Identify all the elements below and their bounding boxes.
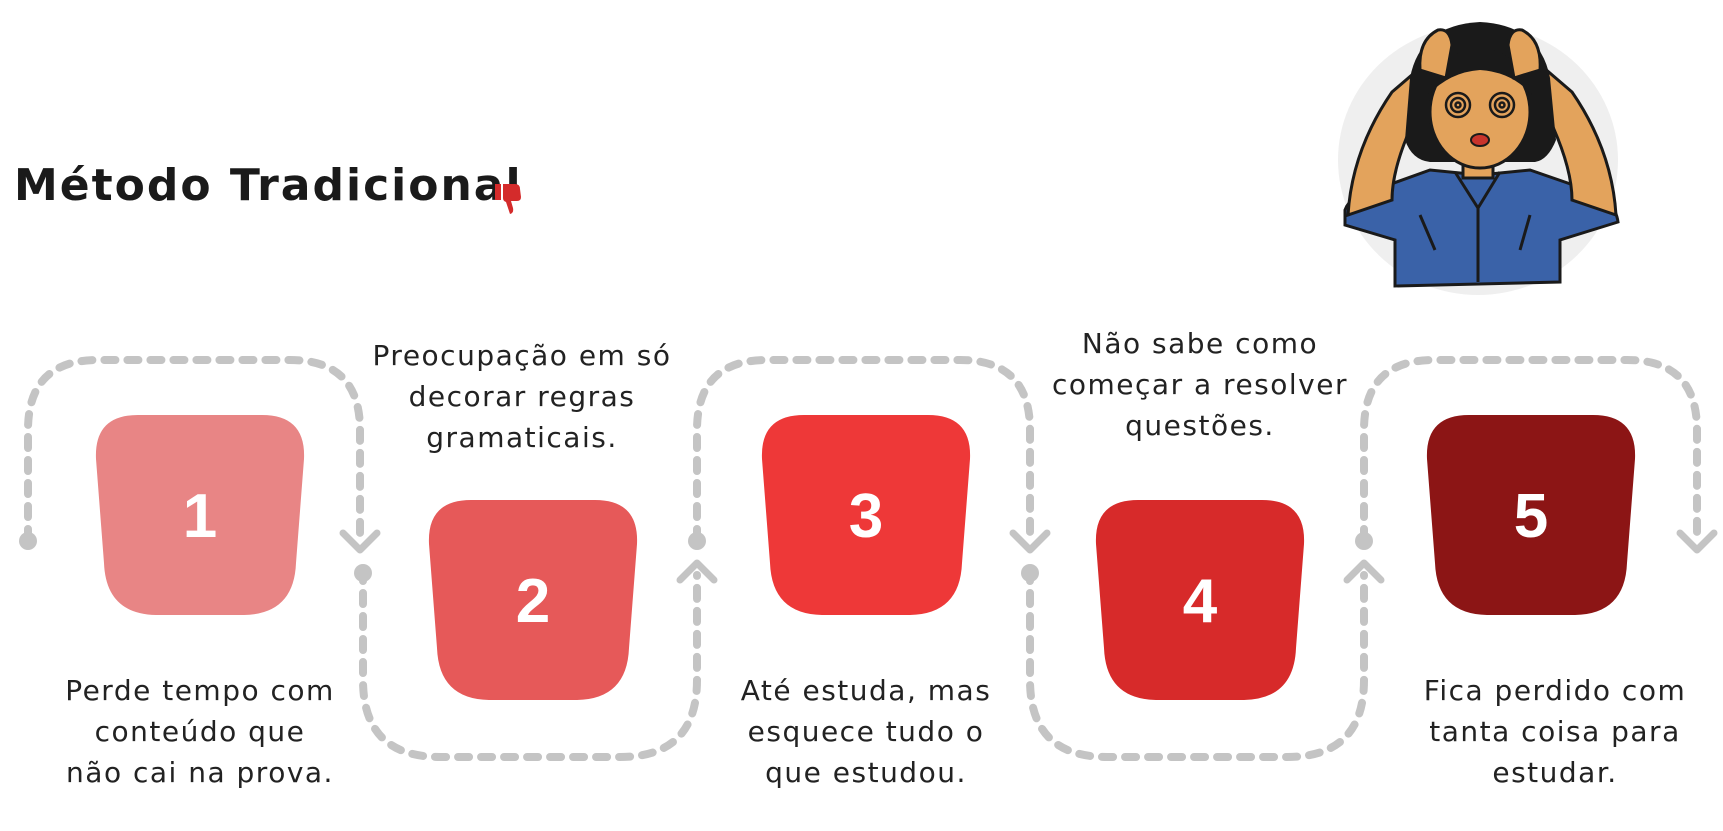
- step-1-number: 1: [183, 482, 217, 551]
- chevron-down-icon: [1009, 529, 1051, 554]
- step-3-number: 3: [849, 482, 883, 551]
- step-5-shape: [1426, 415, 1636, 615]
- step-5: 5: [1426, 415, 1636, 615]
- path-dot: [1355, 532, 1373, 550]
- path-dot: [19, 532, 37, 550]
- step-5-line-1: Fica perdido com: [1423, 674, 1687, 707]
- thumbs-down-icon: [495, 184, 521, 214]
- step-3-shape: [761, 415, 971, 615]
- step-2: 2: [428, 500, 638, 700]
- step-1-shape: [95, 415, 305, 615]
- step-5-line-3: estudar.: [1492, 756, 1618, 789]
- stressed-person-illustration: [1338, 22, 1620, 295]
- step-5-number: 5: [1514, 482, 1548, 551]
- step-2-line-1: Preocupação em só: [372, 339, 672, 372]
- chevron-down-icon: [1676, 529, 1718, 554]
- step-1: 1: [95, 415, 305, 615]
- step-2-description: Preocupação em só decorar regras gramati…: [367, 335, 677, 458]
- step-1-line-2: conteúdo que: [94, 715, 306, 748]
- step-3: 3: [761, 415, 971, 615]
- connector-path-1: [24, 356, 364, 544]
- step-3-line-1: Até estuda, mas: [740, 674, 992, 707]
- step-1-description: Perde tempo com conteúdo que não cai na …: [45, 670, 355, 793]
- connector-path-5: [1360, 356, 1701, 544]
- step-3-line-2: esquece tudo o: [747, 715, 985, 748]
- step-2-line-3: gramaticais.: [426, 421, 618, 454]
- step-4: 4: [1095, 500, 1305, 700]
- step-4-shape: [1095, 500, 1305, 700]
- step-1-line-1: Perde tempo com: [65, 674, 335, 707]
- path-dot: [688, 532, 706, 550]
- step-4-description: Não sabe como começar a resolver questõe…: [1045, 323, 1355, 446]
- step-5-line-2: tanta coisa para: [1429, 715, 1681, 748]
- step-4-number: 4: [1183, 567, 1218, 636]
- step-5-description: Fica perdido com tanta coisa para estuda…: [1400, 670, 1710, 793]
- step-3-description: Até estuda, mas esquece tudo o que estud…: [711, 670, 1021, 793]
- connector-path-2: [359, 566, 701, 761]
- page-title: Método Tradicional: [14, 160, 523, 211]
- connector-path-4: [1026, 566, 1368, 761]
- path-dot: [354, 564, 372, 582]
- chevron-up-icon: [1343, 559, 1385, 584]
- step-2-shape: [428, 500, 638, 700]
- step-1-line-3: não cai na prova.: [66, 756, 334, 789]
- step-2-line-2: decorar regras: [408, 380, 636, 413]
- connector-path-3: [693, 356, 1034, 544]
- path-dot: [1021, 564, 1039, 582]
- chevron-down-icon: [339, 529, 381, 554]
- step-4-line-3: questões.: [1125, 409, 1275, 442]
- chevron-up-icon: [676, 559, 718, 584]
- step-2-number: 2: [516, 567, 550, 636]
- step-3-line-3: que estudou.: [765, 756, 967, 789]
- step-4-line-2: começar a resolver: [1052, 368, 1348, 401]
- step-4-line-1: Não sabe como: [1081, 327, 1319, 360]
